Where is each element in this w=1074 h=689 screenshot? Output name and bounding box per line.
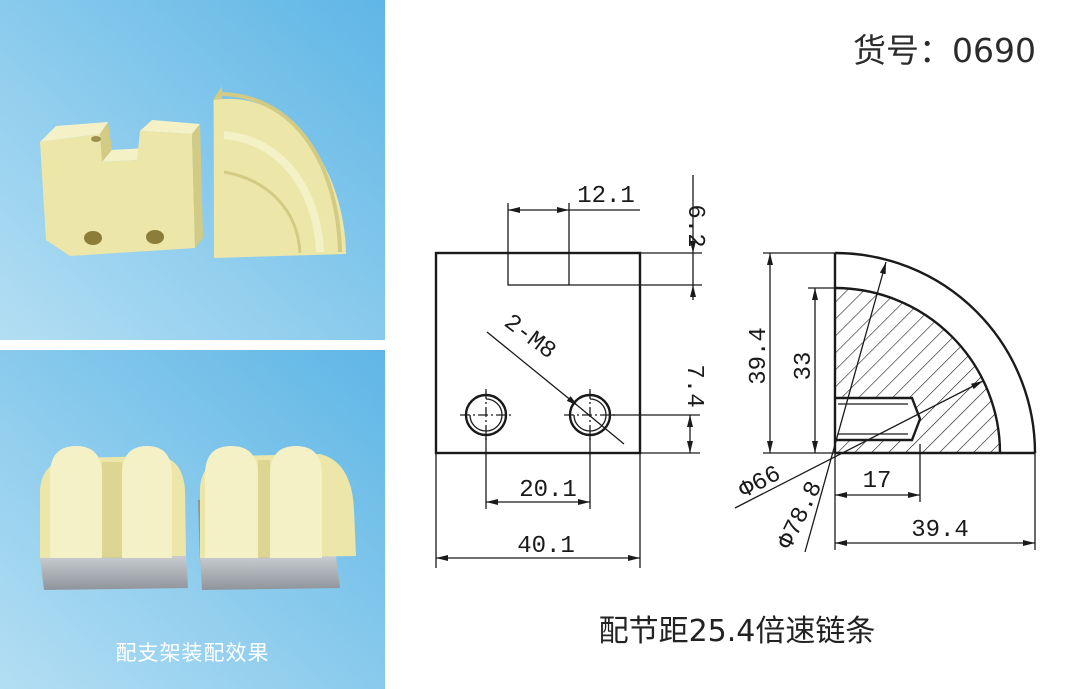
left-guide-rib-2	[122, 446, 172, 558]
right-guide-groove	[258, 460, 270, 558]
dimension-side-height: 39.4	[746, 252, 835, 454]
dimension-slot-width: 12.1	[507, 183, 640, 253]
hole-thread-arc	[469, 398, 503, 432]
assembly-photo-illustration	[0, 350, 385, 689]
callout-leader-tail	[577, 405, 625, 445]
parts-photo-illustration	[0, 0, 385, 340]
side-view-outer-arc	[834, 251, 1037, 454]
right-assembly	[198, 446, 356, 590]
side-view-inner-arc	[834, 286, 1002, 454]
diameter-leader	[734, 380, 984, 509]
left-guide-rib-1	[50, 446, 102, 558]
callout-leader	[486, 331, 579, 407]
dimension-hole-spacing: 20.1	[485, 436, 591, 509]
left-assembly	[40, 446, 188, 590]
dimension-inner-height: 33	[791, 287, 835, 453]
block-top-hole	[91, 136, 101, 142]
round-part-groove-inner	[223, 170, 302, 254]
dimension-label: 39.4	[746, 327, 773, 385]
section-hatching	[835, 288, 1000, 453]
side-view: 39.4 33 17 39.4	[734, 251, 1037, 554]
right-guide-rib-1	[205, 446, 258, 558]
threaded-bore	[835, 396, 922, 442]
drawing-caption: 配节距25.4倍速链条	[598, 614, 876, 649]
block-side-face	[192, 124, 203, 248]
block-slot-floor	[102, 148, 146, 162]
callout-label: 2-M8	[498, 309, 560, 365]
assembly-photo: 配支架装配效果	[0, 350, 385, 689]
threaded-hole-right	[564, 389, 616, 441]
round-part-rib	[223, 131, 324, 253]
assembly-caption: 配支架装配效果	[115, 641, 270, 665]
dimension-label: Φ66	[735, 461, 786, 505]
dimension-label: 39.4	[911, 517, 969, 544]
dimension-label: Φ78.8	[773, 477, 829, 554]
dimension-label: 7.4	[680, 364, 707, 407]
left-bracket-base	[40, 556, 188, 590]
front-view: 12.1 6.2 2-M8 7.4	[434, 175, 708, 568]
quarter-round-part	[213, 86, 346, 258]
hole-thread-arc	[573, 398, 607, 432]
item-number: 货号：0690	[853, 31, 1036, 70]
slotted-block-part	[40, 120, 203, 256]
dimension-slot-depth: 6.2	[569, 175, 708, 300]
dimension-side-width: 39.4	[835, 453, 1036, 550]
technical-drawing: 12.1 6.2 2-M8 7.4	[434, 175, 1037, 568]
right-bracket-base	[200, 556, 340, 590]
front-view-slot	[507, 252, 570, 286]
threaded-hole-left	[460, 389, 512, 441]
dimension-label: 17	[863, 468, 892, 495]
left-guide-groove	[102, 462, 122, 558]
block-top-face-left	[40, 122, 108, 142]
dimension-label: 6.2	[681, 204, 708, 247]
block-hole-right	[146, 230, 164, 244]
block-front-face	[40, 131, 195, 256]
block-top-face-right	[140, 120, 200, 134]
dimension-hole-height: 7.4	[610, 364, 707, 454]
dimension-label: 20.1	[519, 477, 577, 504]
round-part-groove-outer	[221, 92, 342, 253]
parts-photo	[0, 0, 385, 340]
diameter-leader	[804, 261, 887, 553]
block-hole-left	[84, 231, 102, 245]
dimension-label: 40.1	[517, 533, 575, 560]
dimension-label: 33	[791, 352, 818, 381]
block-slot-wall	[100, 122, 112, 162]
dimension-overall-width: 40.1	[435, 453, 641, 568]
right-guide-rib-2	[270, 446, 322, 558]
dimension-label: 12.1	[577, 183, 635, 210]
dimension-thread-depth: 17	[834, 444, 921, 550]
